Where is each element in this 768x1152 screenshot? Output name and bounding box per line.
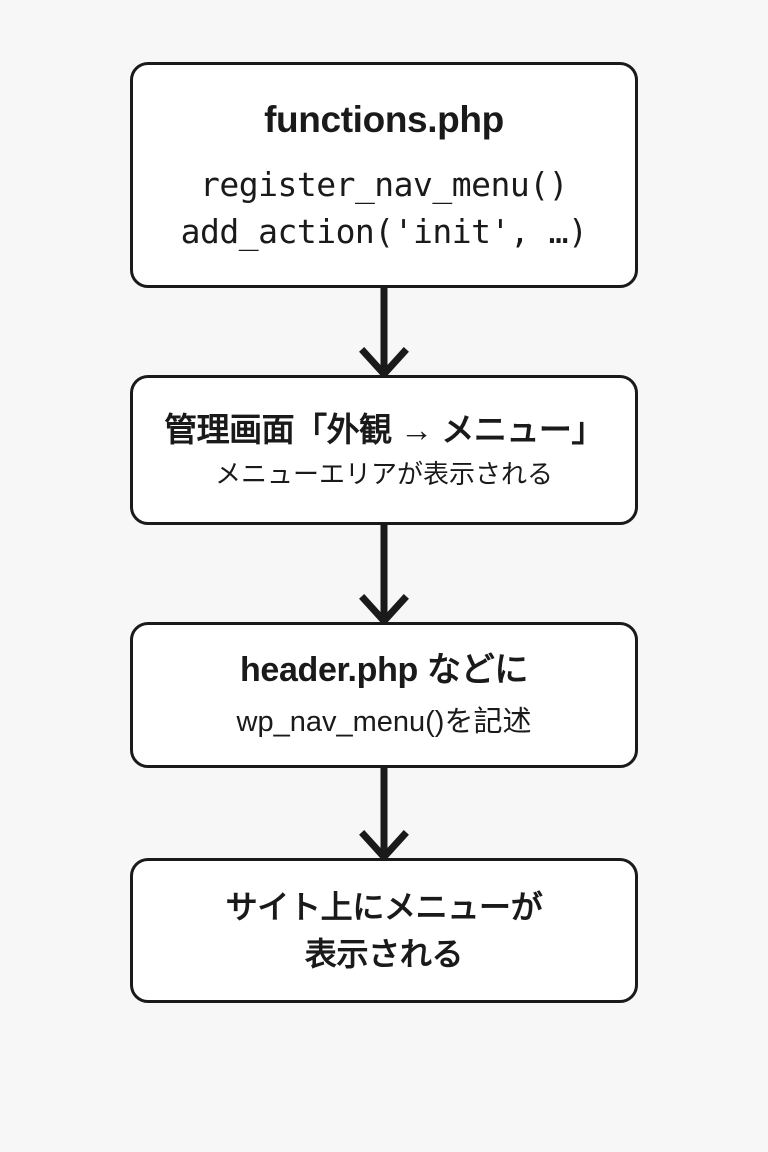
flow-node-admin-screen[interactable]: 管理画面「外観 → メニュー」 メニューエリアが表示される bbox=[130, 375, 638, 525]
flow-node-title: 管理画面「外観 → メニュー」 bbox=[164, 410, 604, 448]
flow-node-subtitle: メニューエリアが表示される bbox=[214, 459, 553, 490]
flow-node-functions-php[interactable]: functions.php register_nav_menu() add_ac… bbox=[130, 62, 638, 288]
flow-node-title: header.php などに bbox=[239, 651, 529, 690]
flow-node-header-php[interactable]: header.php などに wp_nav_menu()を記述 bbox=[130, 622, 638, 768]
flow-node-subtitle: wp_nav_menu()を記述 bbox=[236, 706, 532, 738]
flow-node-code-line-2: add_action('init', …) bbox=[180, 212, 588, 252]
flow-node-site-output[interactable]: サイト上にメニューが 表示される bbox=[130, 858, 638, 1003]
flow-node-code-line-1: register_nav_menu() bbox=[200, 164, 569, 204]
flow-node-title-line-2: 表示される bbox=[304, 935, 464, 972]
arrow-down-icon bbox=[0, 523, 768, 625]
flow-node-title: functions.php bbox=[264, 98, 504, 140]
arrow-down-icon bbox=[0, 286, 768, 378]
arrow-down-icon bbox=[0, 766, 768, 861]
flow-node-title-line-1: サイト上にメニューが bbox=[225, 889, 543, 926]
